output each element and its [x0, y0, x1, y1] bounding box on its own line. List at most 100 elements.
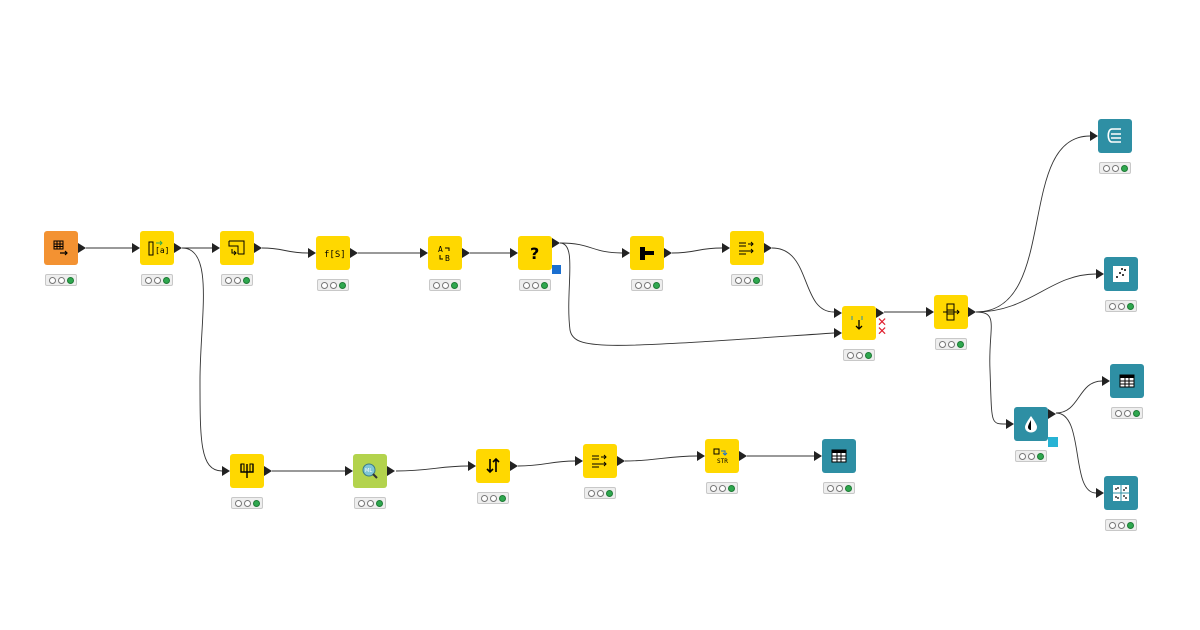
connection	[261, 247, 309, 254]
output-port[interactable]	[1048, 409, 1056, 419]
input-port-2[interactable]	[834, 328, 842, 338]
node-status	[843, 349, 875, 361]
sorter-icon	[486, 457, 500, 474]
column-filter-icon: [a]	[148, 240, 168, 256]
svg-text:?: ?	[530, 244, 539, 263]
output-port[interactable]	[174, 243, 182, 253]
joiner-icon	[640, 247, 654, 260]
column-rename-node[interactable]	[722, 231, 772, 265]
connection	[1055, 412, 1097, 494]
connection	[1055, 380, 1103, 414]
sorter-node[interactable]	[468, 449, 518, 483]
flow-variable-port[interactable]	[552, 265, 561, 274]
column-rename-icon	[592, 454, 607, 468]
node-status	[1111, 407, 1143, 419]
input-port[interactable]	[132, 243, 140, 253]
input-port[interactable]	[212, 243, 220, 253]
node-status	[477, 492, 509, 504]
number-to-string-icon: STR	[713, 448, 728, 465]
column-rename-node-2[interactable]	[575, 444, 625, 478]
output-port[interactable]	[552, 238, 560, 248]
output-port[interactable]	[462, 248, 470, 258]
output-port[interactable]	[739, 451, 747, 461]
input-port[interactable]	[420, 248, 428, 258]
input-port[interactable]	[222, 466, 230, 476]
svg-text:ML: ML	[365, 468, 372, 474]
concatenate-icon	[851, 316, 863, 330]
output-port[interactable]	[78, 243, 86, 253]
svg-text:A: A	[438, 245, 443, 254]
output-port[interactable]	[876, 308, 884, 318]
node-status	[584, 487, 616, 499]
connection	[771, 247, 835, 313]
output-port[interactable]	[510, 461, 518, 471]
input-port[interactable]	[468, 461, 476, 471]
output-port[interactable]	[764, 243, 772, 253]
node-status	[45, 274, 77, 286]
input-port[interactable]	[1102, 376, 1110, 386]
output-port[interactable]	[617, 456, 625, 466]
input-port[interactable]	[1096, 269, 1104, 279]
string-manipulation-icon: f[S]	[324, 250, 344, 260]
node-status	[231, 497, 263, 509]
table-view-node-bottom[interactable]	[814, 439, 856, 473]
svg-text:f[S]: f[S]	[324, 250, 344, 260]
row-filter-node[interactable]	[212, 231, 262, 265]
node-status	[1105, 519, 1137, 531]
input-port[interactable]	[697, 451, 705, 461]
input-port[interactable]	[622, 248, 630, 258]
joiner-node[interactable]	[622, 236, 672, 270]
output-port[interactable]	[664, 248, 672, 258]
input-port[interactable]	[1096, 488, 1104, 498]
connection	[559, 242, 623, 254]
node-status	[519, 279, 551, 291]
output-port[interactable]	[968, 307, 976, 317]
input-port[interactable]	[345, 466, 353, 476]
output-port[interactable]	[254, 243, 262, 253]
string-replacer-icon: A B	[438, 245, 450, 263]
output-port[interactable]	[264, 466, 272, 476]
data-viewer-node[interactable]	[1090, 119, 1132, 153]
concatenate-node[interactable]	[834, 306, 884, 340]
scatter-view-node[interactable]	[1096, 257, 1138, 291]
node-status	[1015, 450, 1047, 462]
node-status	[1099, 162, 1131, 174]
column-rename-icon	[739, 241, 754, 255]
input-port[interactable]	[814, 451, 822, 461]
magnifier-icon: ML	[362, 463, 378, 479]
rule-engine-node[interactable]: ?	[510, 236, 561, 274]
input-port[interactable]	[308, 248, 316, 258]
output-port[interactable]	[350, 248, 358, 258]
input-port[interactable]	[926, 307, 934, 317]
node-status	[221, 274, 253, 286]
node-status	[731, 274, 763, 286]
data-viewer-icon	[1107, 128, 1121, 143]
pivot-node[interactable]	[926, 295, 976, 329]
table-reader-node[interactable]	[44, 231, 86, 265]
number-to-string-node[interactable]: STR	[697, 439, 747, 473]
output-port[interactable]	[387, 466, 395, 476]
input-port-1[interactable]	[834, 308, 842, 318]
predictor-node[interactable]: ML	[345, 454, 395, 488]
input-port[interactable]	[575, 456, 583, 466]
table-view-node[interactable]	[1102, 364, 1144, 398]
connection	[181, 247, 223, 472]
model-port[interactable]	[1048, 437, 1058, 447]
column-filter-node[interactable]: [a]	[132, 231, 182, 265]
input-port[interactable]	[1006, 419, 1014, 429]
color-drop-icon	[1025, 416, 1037, 433]
node-status	[823, 482, 855, 494]
string-manipulation-node[interactable]: f[S]	[308, 236, 358, 270]
group-by-node[interactable]	[222, 454, 272, 488]
input-port[interactable]	[510, 248, 518, 258]
scatter-matrix-node[interactable]	[1096, 476, 1138, 510]
input-port[interactable]	[722, 243, 730, 253]
string-replacer-node[interactable]: A B	[420, 236, 470, 270]
node-status	[429, 279, 461, 291]
input-port[interactable]	[1090, 131, 1098, 141]
color-manager-node[interactable]	[1006, 407, 1058, 447]
warning-icon: ✕✕	[877, 315, 888, 338]
connection	[624, 455, 698, 462]
connection	[517, 460, 576, 467]
